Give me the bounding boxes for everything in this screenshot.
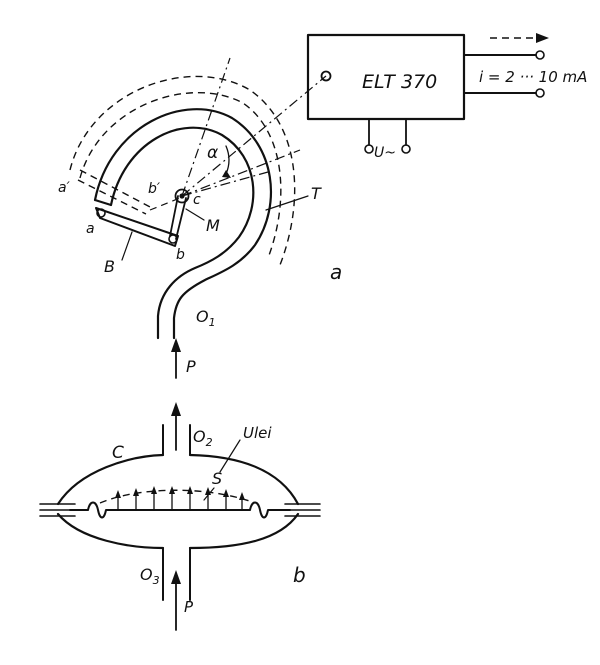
- tube-deflected-outline-2: [79, 91, 282, 259]
- panel-label-b: b: [293, 563, 306, 587]
- label-S: S: [212, 469, 222, 488]
- label-oil: Ulei: [243, 424, 272, 442]
- membrane-S: [69, 501, 291, 519]
- capsule-upper-shell: [56, 453, 300, 506]
- label-a-prime: a′: [58, 180, 71, 196]
- label-O1: O1: [196, 307, 216, 329]
- bourdon-tube: [93, 108, 273, 340]
- leader-B: [121, 231, 133, 261]
- arm-displaced: [149, 197, 181, 211]
- lever-B: [95, 207, 179, 247]
- panel-label-a: a: [330, 260, 342, 284]
- pivot-a: [96, 208, 106, 218]
- reference-line-2: [181, 149, 301, 197]
- reference-line-1: [181, 75, 327, 197]
- elt370-input-terminal: [320, 70, 332, 82]
- shaft-center-outer: [174, 188, 190, 204]
- leader-M: [185, 208, 205, 221]
- bourdon-tube-inner: [109, 126, 255, 340]
- angle-arc: [225, 145, 230, 175]
- elt370-label: ELT 370: [362, 71, 437, 93]
- arm-bc: [169, 195, 187, 240]
- label-P-a: P: [186, 357, 196, 376]
- elt370-unit: ELT 370 i = 2 ··· 10 mA U~: [306, 33, 587, 161]
- capsule-lower-shell: [56, 512, 300, 550]
- label-b: b: [176, 247, 185, 263]
- diaphragm-capsule: C Ulei S O2 O3 b P: [39, 402, 321, 631]
- label-C: C: [112, 443, 124, 463]
- output-terminal-top: [535, 50, 545, 60]
- pressure-arrow-head-a: [171, 338, 181, 352]
- tube-end-cap: [94, 199, 112, 206]
- membrane-deflected: [99, 489, 256, 504]
- leader-oil: [219, 439, 241, 473]
- label-b-prime: b′: [148, 181, 161, 197]
- label-a: a: [86, 221, 95, 237]
- pressure-arrow-head-b: [171, 402, 181, 416]
- current-arrow-head: [536, 33, 549, 43]
- pressure-arrow-head-inlet: [171, 570, 181, 584]
- elt370-box: [306, 33, 466, 121]
- label-T: T: [311, 184, 322, 203]
- oil-pressure-arrows: [115, 486, 245, 511]
- label-B: B: [104, 257, 115, 276]
- label-O3: O3: [140, 565, 160, 587]
- label-P-b: P: [184, 598, 194, 616]
- supply-terminal-right: [401, 144, 411, 154]
- supply-label: U~: [374, 145, 396, 161]
- leader-S: [203, 487, 215, 501]
- lever-displaced: [77, 169, 153, 215]
- supply-terminal-left: [364, 144, 374, 154]
- label-alpha: α: [207, 143, 218, 163]
- reference-line-3: [181, 57, 231, 197]
- reference-line-4: [181, 171, 269, 197]
- label-c: c: [193, 192, 201, 208]
- angle-arrow: [222, 170, 231, 178]
- label-O2: O2: [193, 427, 213, 449]
- leader-T: [265, 195, 309, 211]
- pivot-b: [168, 234, 178, 244]
- output-terminal-bottom: [535, 88, 545, 98]
- bourdon-sensor: α a′ b′ c a b M B T O1 a P: [58, 57, 342, 379]
- output-current-label: i = 2 ··· 10 mA: [479, 68, 587, 86]
- label-M: M: [206, 216, 220, 235]
